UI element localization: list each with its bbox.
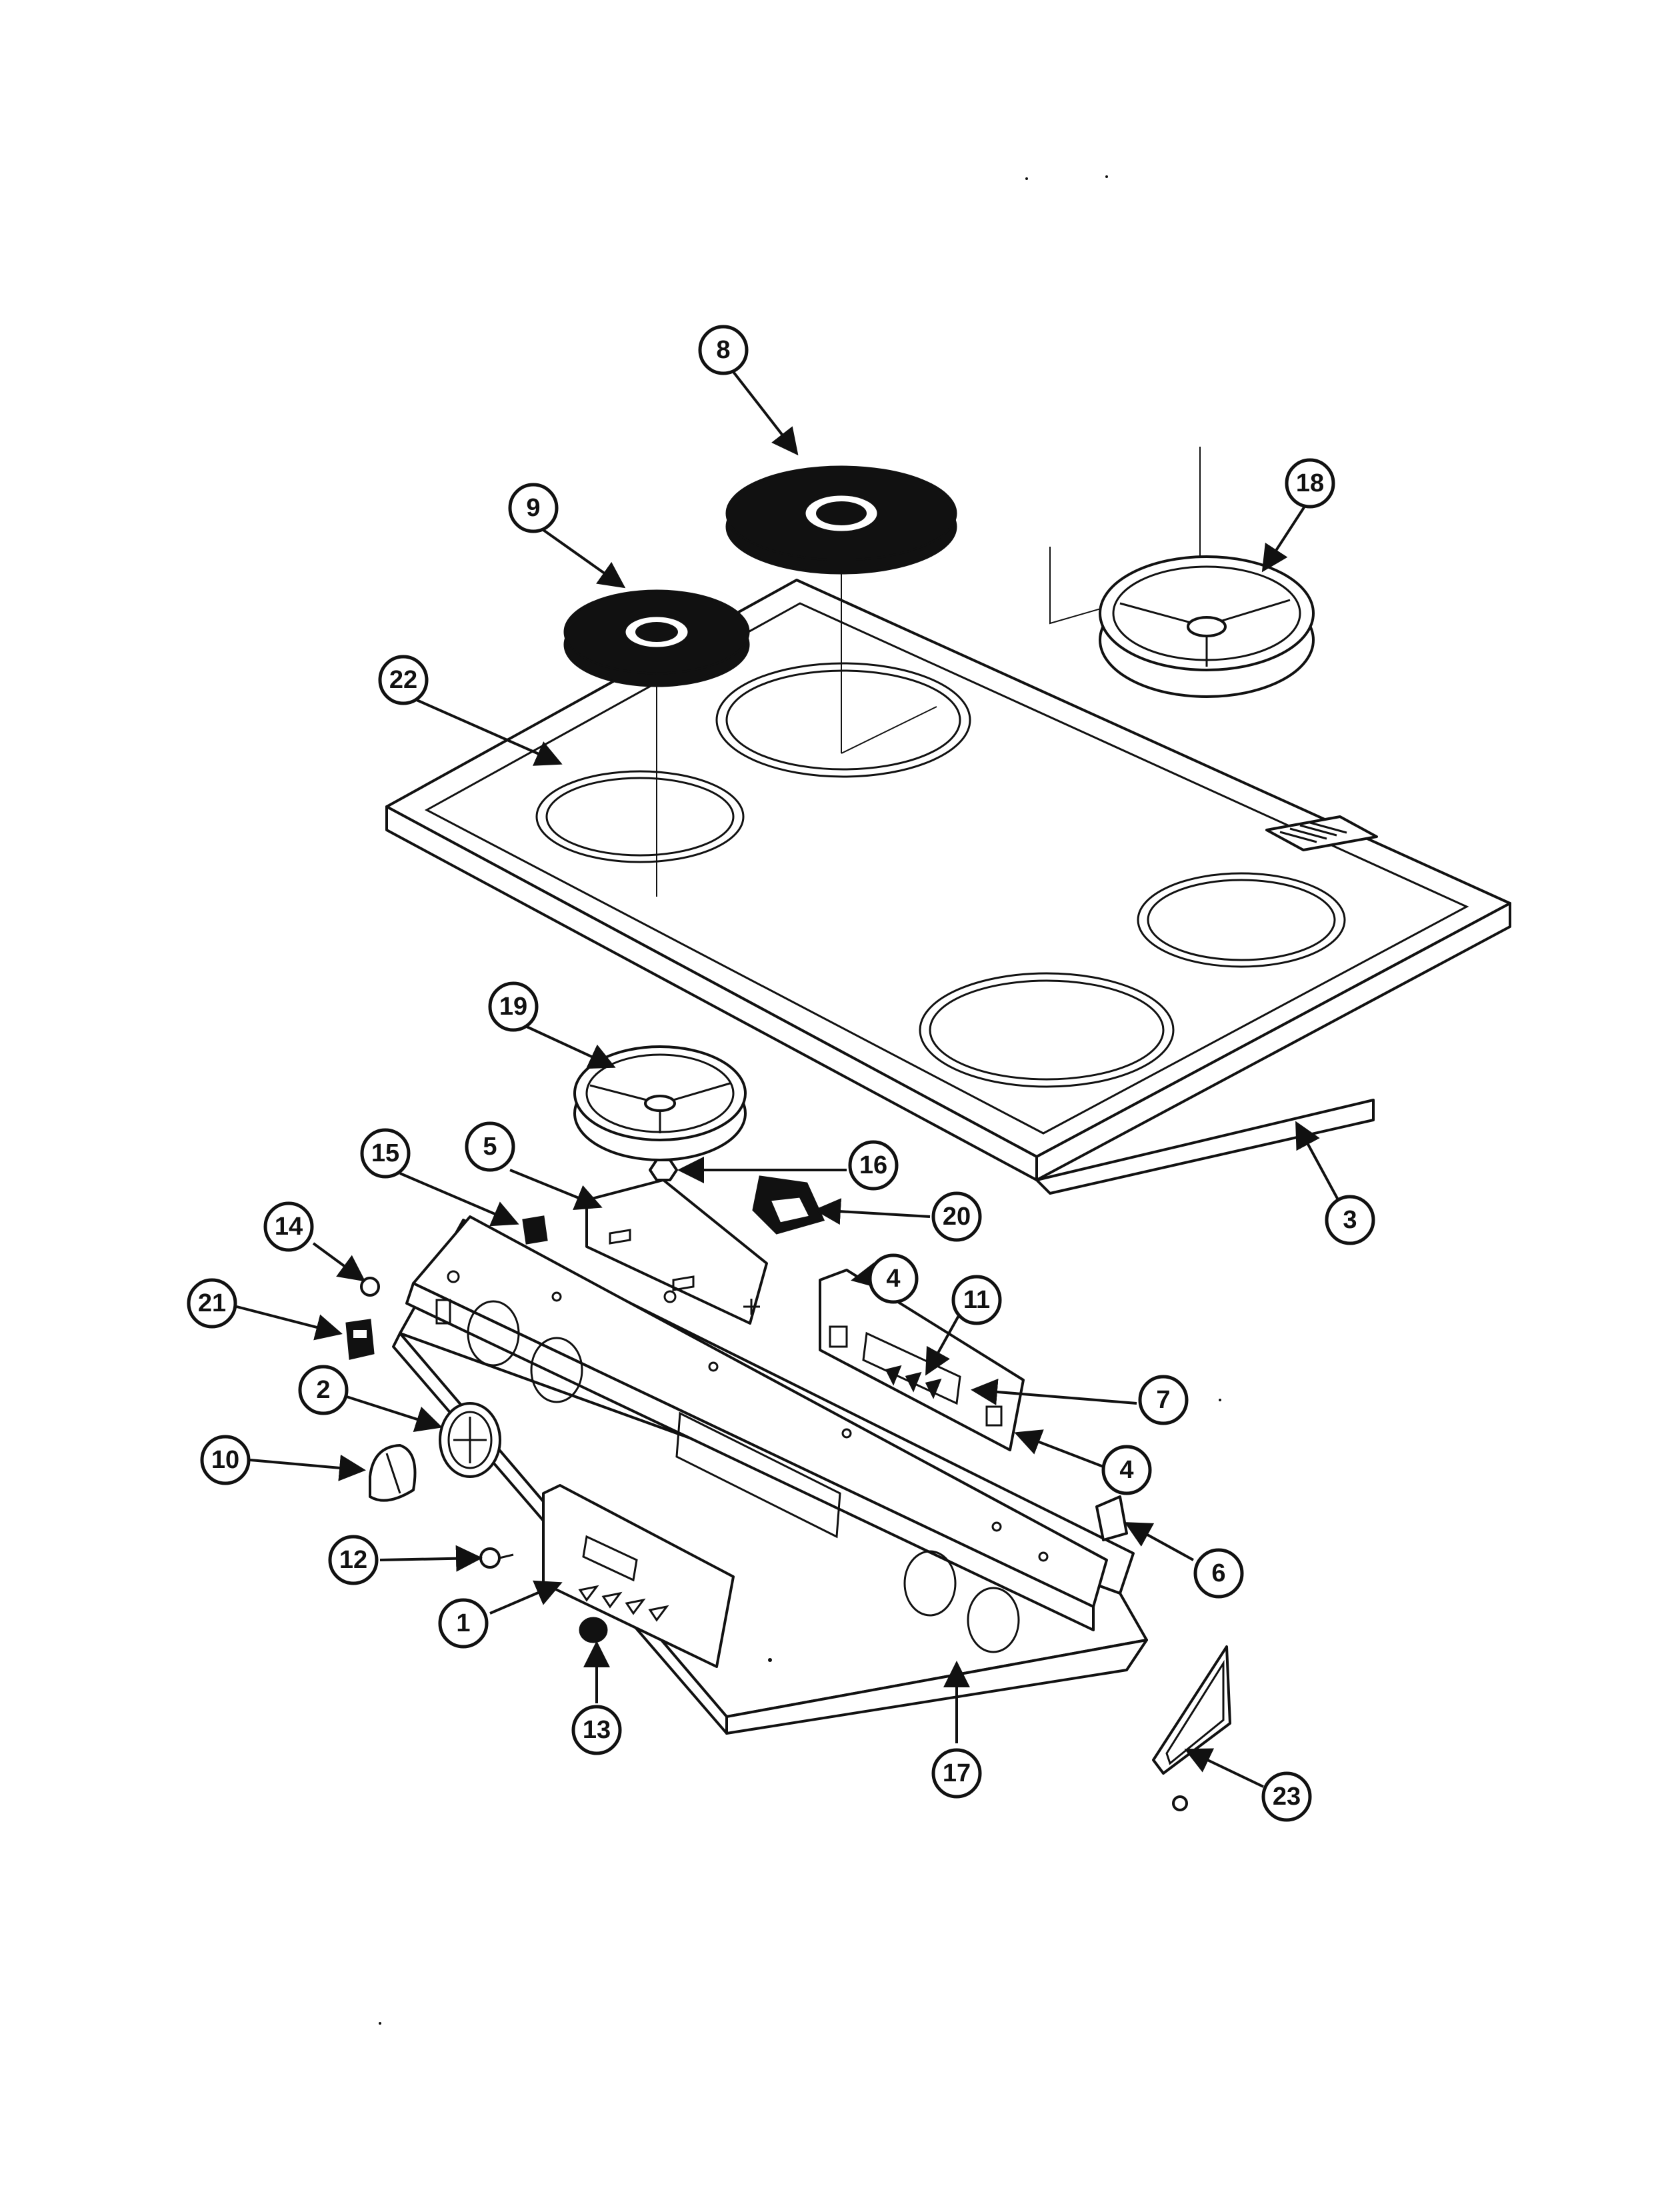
callout-4-bottom: 4: [1101, 1445, 1152, 1495]
knob-13: [579, 1617, 608, 1643]
callout-label: 8: [716, 336, 730, 364]
callout-label: 10: [211, 1446, 239, 1474]
callout-1: 1: [438, 1598, 489, 1649]
screw-14: [360, 1277, 380, 1297]
radiant-element-9: [563, 589, 750, 687]
callout-label: 5: [483, 1133, 497, 1161]
radiant-element-8: [725, 465, 957, 575]
callout-label: 22: [389, 666, 417, 694]
callout-18: 18: [1285, 458, 1335, 509]
callout-2: 2: [298, 1365, 349, 1415]
control-panel-17: [392, 1215, 1148, 1735]
callout-16: 16: [848, 1140, 899, 1191]
callout-20: 20: [931, 1191, 982, 1242]
callout-10: 10: [200, 1435, 251, 1485]
callout-label: 11: [963, 1286, 990, 1314]
callout-label: 6: [1211, 1559, 1225, 1587]
bezel-2: [439, 1402, 501, 1478]
callout-6: 6: [1193, 1548, 1244, 1599]
callout-22: 22: [378, 655, 429, 705]
switch-21: [345, 1319, 375, 1360]
callout-19: 19: [488, 981, 539, 1032]
callout-15: 15: [360, 1128, 411, 1179]
element-pan-19: [573, 1045, 747, 1161]
callout-7: 7: [1138, 1375, 1189, 1425]
callout-label: 3: [1343, 1206, 1357, 1234]
clip-6: [1095, 1495, 1128, 1541]
callout-21: 21: [187, 1278, 237, 1329]
bracket-5: [585, 1179, 768, 1325]
clip-15: [522, 1215, 548, 1245]
callout-label: 4: [886, 1265, 900, 1293]
callout-4-top: 4: [868, 1253, 919, 1304]
callout-label: 16: [859, 1151, 887, 1179]
end-cap-23: [1152, 1645, 1231, 1811]
callout-3: 3: [1325, 1195, 1375, 1245]
callout-14: 14: [263, 1201, 314, 1252]
callout-label: 7: [1156, 1386, 1170, 1414]
callout-label: 15: [371, 1139, 399, 1167]
knob-10: [369, 1444, 417, 1502]
callout-label: 1: [456, 1609, 470, 1637]
callout-label: 19: [499, 993, 527, 1021]
callout-label: 13: [583, 1716, 611, 1744]
callout-5: 5: [465, 1121, 515, 1172]
callout-label: 23: [1273, 1783, 1301, 1811]
callout-13: 13: [571, 1705, 622, 1755]
callout-label: 9: [526, 494, 540, 522]
nut-16: [649, 1159, 678, 1181]
callout-label: 12: [339, 1546, 367, 1574]
callout-9: 9: [508, 483, 559, 533]
callout-8: 8: [698, 325, 749, 375]
callout-label: 4: [1119, 1456, 1133, 1484]
callout-11: 11: [951, 1275, 1002, 1325]
element-pan-18: [1099, 555, 1315, 698]
callout-label: 17: [943, 1759, 971, 1787]
callout-17: 17: [931, 1748, 982, 1799]
callout-12: 12: [328, 1535, 379, 1585]
callout-label: 20: [943, 1203, 971, 1231]
callout-label: 21: [198, 1289, 226, 1317]
screw-12: [479, 1547, 514, 1569]
switch-20: [752, 1175, 825, 1235]
cooktop-glass: [385, 579, 1511, 1195]
callout-label: 18: [1296, 469, 1324, 497]
touch-panel-1: [542, 1484, 735, 1668]
callout-label: 2: [316, 1376, 330, 1404]
callout-23: 23: [1261, 1771, 1312, 1822]
callout-label: 14: [275, 1213, 303, 1241]
